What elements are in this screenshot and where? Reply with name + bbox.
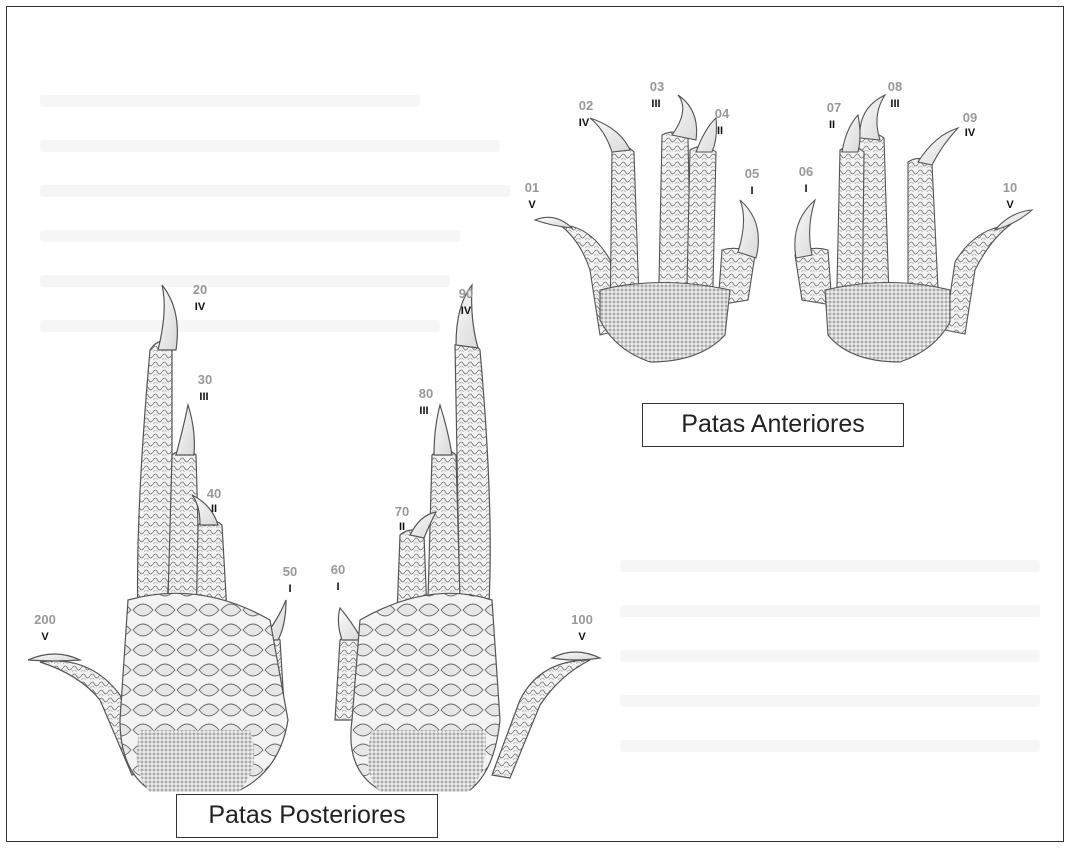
label-digit-roman: IV: [965, 127, 976, 139]
caption-anterior: Patas Anteriores: [642, 403, 904, 447]
claw-icon: [535, 217, 572, 228]
claw-icon: [434, 405, 452, 455]
label-number: 10: [1003, 180, 1017, 195]
label-number: 80: [419, 386, 433, 401]
label-digit-roman: I: [336, 581, 339, 593]
label-digit-roman: III: [651, 98, 660, 110]
claw-icon: [842, 115, 860, 152]
digit-v: [492, 660, 590, 778]
label-number: 20: [193, 282, 207, 297]
digit-iii: [428, 450, 460, 600]
label-digit-roman: IV: [195, 301, 206, 313]
label-digit-roman: I: [288, 583, 291, 595]
label-number: 08: [888, 79, 902, 94]
posterior-right-paw: [335, 285, 600, 792]
anterior-left-paw: [535, 95, 758, 362]
label-digit-roman: II: [399, 521, 405, 533]
label-digit-roman: I: [750, 185, 753, 197]
digit-iv: [138, 341, 173, 620]
label-number: 01: [525, 180, 539, 195]
claw-icon: [176, 405, 194, 455]
digit-v: [945, 225, 1010, 334]
label-digit-roman: V: [41, 631, 49, 643]
claw-icon: [995, 210, 1032, 230]
claw-icon: [28, 654, 80, 661]
label-number: 40: [207, 486, 221, 501]
digit-iv: [455, 341, 490, 620]
posterior-left-paw: [28, 285, 288, 792]
label-number: 90: [459, 286, 473, 301]
palm: [825, 283, 950, 363]
label-digit-roman: III: [199, 391, 208, 403]
claw-icon: [696, 118, 717, 152]
label-number: 04: [715, 106, 730, 121]
label-digit-roman: IV: [579, 117, 590, 129]
claw-icon: [860, 95, 885, 140]
label-digit-roman: III: [419, 405, 428, 417]
label-number: 60: [331, 562, 345, 577]
label-number: 50: [283, 564, 297, 579]
claw-icon: [672, 95, 697, 140]
label-digit-roman: II: [717, 125, 723, 137]
palm-base: [137, 730, 254, 792]
label-number: 09: [963, 110, 977, 125]
label-digit-roman: II: [829, 119, 835, 131]
label-number: 06: [799, 164, 813, 179]
label-number: 07: [827, 100, 841, 115]
palm: [600, 283, 730, 363]
label-number: 70: [395, 504, 409, 519]
caption-posterior: Patas Posteriores: [176, 794, 438, 838]
label-digit-roman: IV: [461, 305, 472, 317]
label-digit-roman: III: [890, 98, 899, 110]
label-number: 05: [745, 166, 759, 181]
anterior-right-paw: [795, 95, 1032, 362]
label-digit-roman: V: [1006, 199, 1014, 211]
label-number: 02: [579, 98, 593, 113]
claw-icon: [590, 118, 630, 152]
palm-base: [368, 730, 486, 792]
label-number: 200: [34, 612, 56, 627]
claw-icon: [918, 128, 958, 165]
label-digit-roman: V: [578, 631, 586, 643]
label-digit-roman: V: [528, 199, 536, 211]
claw-icon: [158, 285, 177, 350]
label-number: 03: [650, 79, 664, 94]
label-digit-roman: I: [804, 183, 807, 195]
label-digit-roman: II: [211, 503, 217, 515]
digit-iii: [168, 450, 200, 600]
claw-icon: [552, 652, 600, 660]
label-number: 100: [571, 612, 593, 627]
claw-icon: [738, 200, 758, 258]
label-number: 30: [198, 372, 212, 387]
